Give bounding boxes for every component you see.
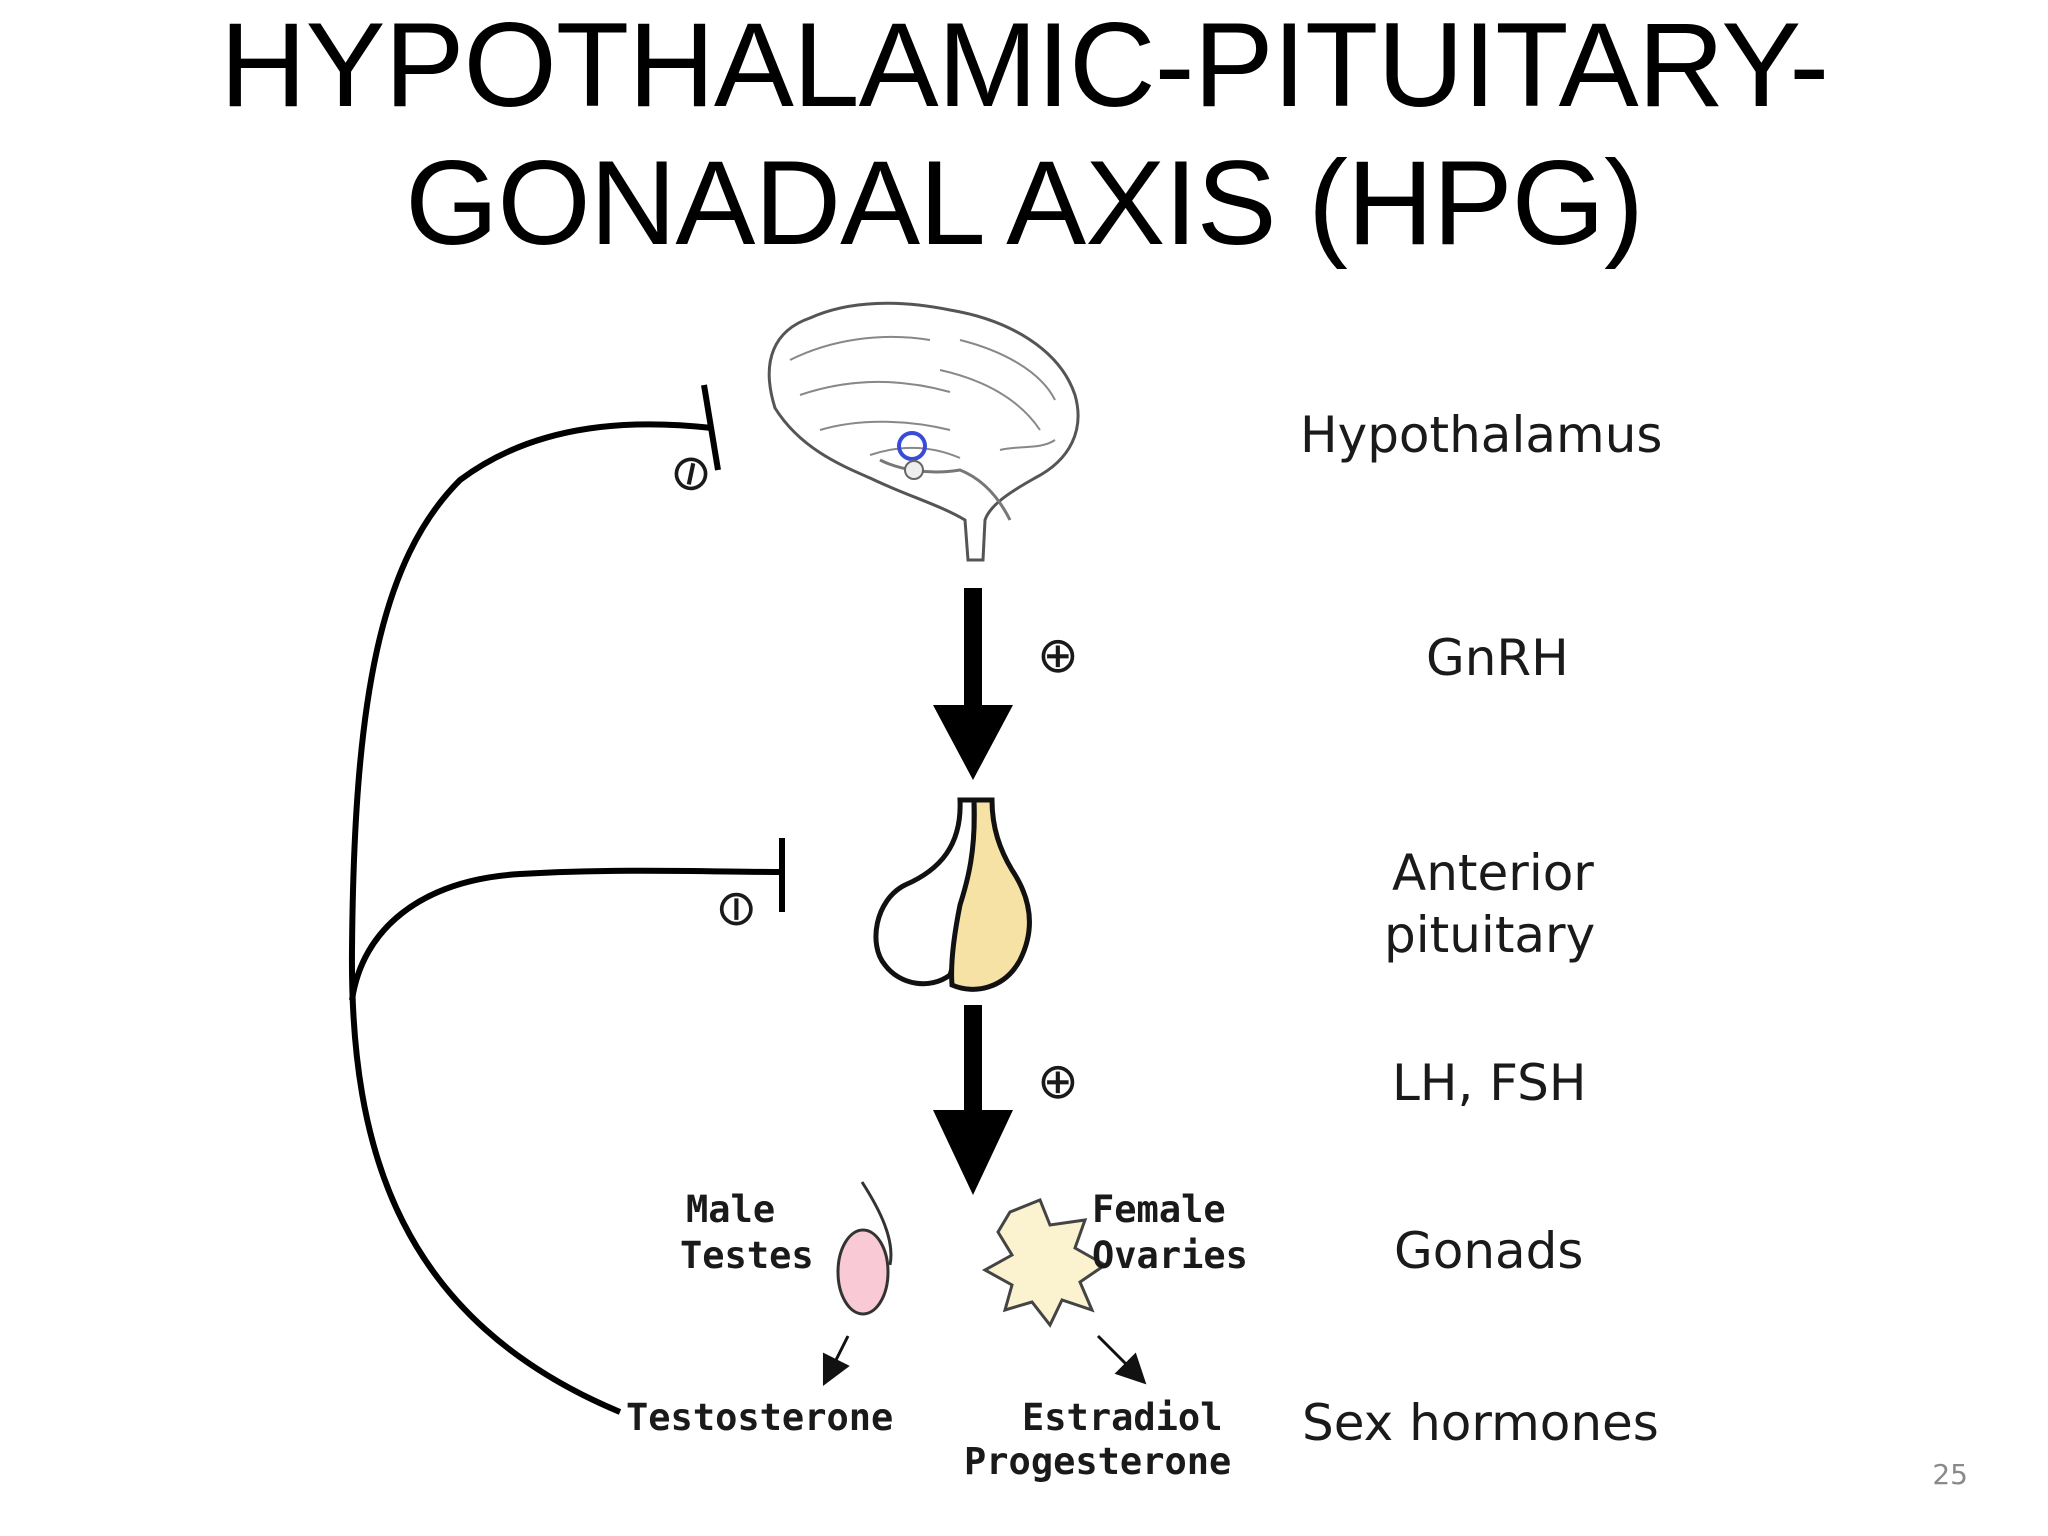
slide-title-line-2: GONADAL AXIS (HPG) [405, 136, 1644, 270]
slide-number: 25 [1932, 1458, 1968, 1491]
hypothalamus-marker [897, 431, 927, 461]
brain-icon [767, 301, 1080, 562]
inhibit-sign-pituitary: ⊖ [706, 888, 764, 930]
progesterone-label: Progesterone [964, 1440, 1231, 1483]
male-label: Male [686, 1188, 775, 1231]
testes-label: Testes [680, 1234, 814, 1277]
level-label-pituitary: pituitary [1384, 906, 1595, 964]
lh-fsh-arrow [933, 1005, 1013, 1195]
level-label-gnrh: GnRH [1426, 629, 1569, 687]
gnrh-arrow [933, 588, 1013, 780]
negative-feedback-lines [348, 384, 785, 1415]
testosterone-label: Testosterone [626, 1396, 893, 1439]
slide-title-line-1: HYPOTHALAMIC-PITUITARY- [219, 0, 1829, 132]
testes-icon [836, 1181, 893, 1316]
level-label-hypothalamus: Hypothalamus [1300, 406, 1662, 464]
ovaries-to-estradiol-arrow [1096, 1334, 1147, 1385]
level-label-sex-hormones: Sex hormones [1302, 1394, 1659, 1452]
level-label-anterior: Anterior [1392, 844, 1594, 902]
level-label-gonads: Gonads [1394, 1222, 1583, 1280]
pituitary-icon [873, 797, 1032, 992]
ovaries-icon [981, 1198, 1108, 1328]
testes-to-testosterone-arrow [822, 1335, 850, 1387]
female-label: Female [1092, 1188, 1226, 1231]
estradiol-label: Estradiol [1022, 1396, 1222, 1439]
inhibition-bar-hypothalamus [701, 384, 721, 471]
level-label-lh-fsh: LH, FSH [1392, 1054, 1586, 1112]
stimulate-sign-gnrh: ⊕ [1037, 626, 1079, 684]
ovaries-label: Ovaries [1092, 1234, 1248, 1277]
stimulate-sign-lh-fsh: ⊕ [1037, 1052, 1079, 1110]
